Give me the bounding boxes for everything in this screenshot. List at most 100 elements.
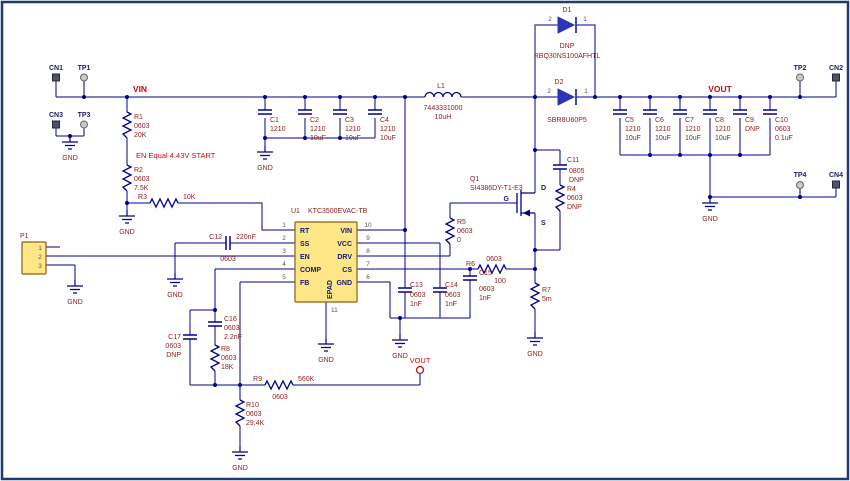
resistor-r10[interactable]: R10 0603 29.4K [234,399,265,427]
r4-value: DNP [567,204,582,211]
diode-d1[interactable]: D1 2 1 DNP RBQ30NS100AFHTL [534,7,601,60]
u1-ref: U1 [291,208,300,215]
d2-ref: D2 [555,79,564,86]
r6-value: 100 [494,278,506,285]
resistor-r3[interactable]: R3 10K [138,194,196,209]
capacitor-c11[interactable]: C11 0805 DNP [553,157,585,184]
u1-pin8-num: 8 [366,248,370,255]
resistor-r7[interactable]: R7 5m [529,282,552,310]
r2-symbol [121,164,133,192]
cn2-pad[interactable] [832,73,840,82]
ic-u1[interactable]: U1 KTC3500EVAC-TB 1 2 3 4 5 RT SS EN COM… [282,208,372,314]
u1-body[interactable] [294,221,358,303]
r3-value: 10K [183,194,196,201]
vout-testpoint-icon[interactable] [415,365,425,375]
connector-p1[interactable]: P1 1 2 3 [20,233,47,275]
c5-symbol [613,109,627,115]
resistor-r9[interactable]: R9 560K 0603 [253,376,315,401]
r2-size: 0603 [134,176,150,183]
c5-ref: C5 [625,117,634,124]
c1-ref: C1 [270,117,279,124]
diode-d2[interactable]: D2 2 1 SBR8U60P5 [547,79,588,124]
r2-ref: R2 [134,167,143,174]
p1-ref: P1 [20,233,29,240]
wire-d1-branch [534,24,596,97]
cn3-pad[interactable] [52,120,60,129]
c17-symbol [183,334,197,340]
capacitor-c13[interactable]: C13 0603 1nF [398,282,426,308]
wire-fb [239,281,295,385]
tp2-testpoint[interactable] [796,73,804,82]
capacitor-c9[interactable]: C9 DNP [733,109,760,133]
c12-size: 0603 [220,256,236,263]
c15-size: 0603 [479,286,495,293]
p1-body[interactable] [21,241,47,275]
resistor-r8[interactable]: R8 0603 18K [209,344,237,372]
capacitor-c5[interactable]: C5 1210 10uF [613,109,641,142]
r4-size: 0603 [567,195,583,202]
u1-pin4-num: 4 [282,261,286,268]
gnd-label: GND [232,465,248,472]
u1-pin6-name: GND [336,280,352,287]
r7-symbol [529,282,541,310]
cn4-pad[interactable] [832,180,840,189]
d1-ref: D1 [563,7,572,14]
r8-value: 18K [221,364,234,371]
capacitor-c12[interactable]: C12 220nF 0603 [209,234,256,263]
u1-pin7-num: 7 [366,261,370,268]
u1-pin9-num: 9 [366,235,370,242]
q1-gate-label: G [504,196,510,203]
capacitor-c16[interactable]: C16 0603 2.2nF [208,316,242,341]
r10-symbol [234,399,246,427]
c15-value: 1nF [479,295,491,302]
cn1-pad[interactable] [52,73,60,82]
r5-value: 0 [457,237,461,244]
capacitor-c7[interactable]: C7 1210 10uF [673,109,701,142]
tp3-testpoint[interactable] [80,120,88,129]
r4-symbol [554,184,566,212]
c10-ref: C10 [775,117,788,124]
r6-ref: R6 [466,261,475,268]
tp4-label: TP4 [794,172,807,179]
q1-drain-label: D [541,185,546,192]
capacitor-c17[interactable]: C17 0603 DNP [165,334,197,359]
wire-cs [357,268,535,318]
capacitor-c6[interactable]: C6 1210 10uF [643,109,671,142]
r9-value: 560K [298,376,315,383]
gnd-label: GND [62,155,78,162]
resistor-r5[interactable]: R5 0603 0 [444,217,473,245]
c4-symbol [368,109,382,115]
resistor-r6[interactable]: R6 0603 100 [466,256,507,285]
u1-pin1-name: RT [300,228,310,235]
u1-pin3-name: EN [300,254,310,261]
c1-symbol [258,109,272,115]
resistor-r1[interactable]: R1 0603 20K [121,111,150,139]
resistor-r2[interactable]: R2 0603 7.5K [121,164,150,192]
r1-value: 20K [134,132,147,139]
tp2-label: TP2 [794,65,807,72]
inductor-l1[interactable]: L1 7443331000 10uH [424,83,463,121]
tp1-testpoint[interactable] [80,73,88,82]
capacitor-c8[interactable]: C8 1210 10uF [703,109,731,142]
capacitor-c3[interactable]: C3 1210 10uF [333,109,361,142]
tp4-testpoint[interactable] [796,181,804,189]
q1-part: SI4386DY-T1-E3 [470,185,523,192]
u1-pin5-name: FB [300,280,309,287]
vout-testpoint-net: VOUT [410,356,431,375]
capacitor-c1[interactable]: C1 1210 [258,109,286,133]
capacitor-c10[interactable]: C10 0603 0.1uF [763,109,793,142]
mosfet-q1[interactable]: Q1 SI4386DY-T1-E3 G D S [470,176,546,227]
capacitor-c2[interactable]: C2 1210 10uF [298,109,326,142]
capacitor-c14[interactable]: C14 0603 1nF [433,282,461,308]
r8-size: 0603 [221,355,237,362]
r4-ref: R4 [567,186,576,193]
c2-ref: C2 [310,117,319,124]
capacitor-c4[interactable]: C4 1210 10uF [368,109,396,142]
gnd-symbols: GND GND GND GND GND GND GND GND GND GND [61,135,719,472]
resistor-r4[interactable]: R4 0603 DNP [554,184,583,212]
wire-c17-branch [189,309,215,385]
c6-value: 10uF [655,135,671,142]
capacitor-c15[interactable]: C15 0603 1nF [463,270,495,302]
wire-comp-chain [214,268,295,385]
